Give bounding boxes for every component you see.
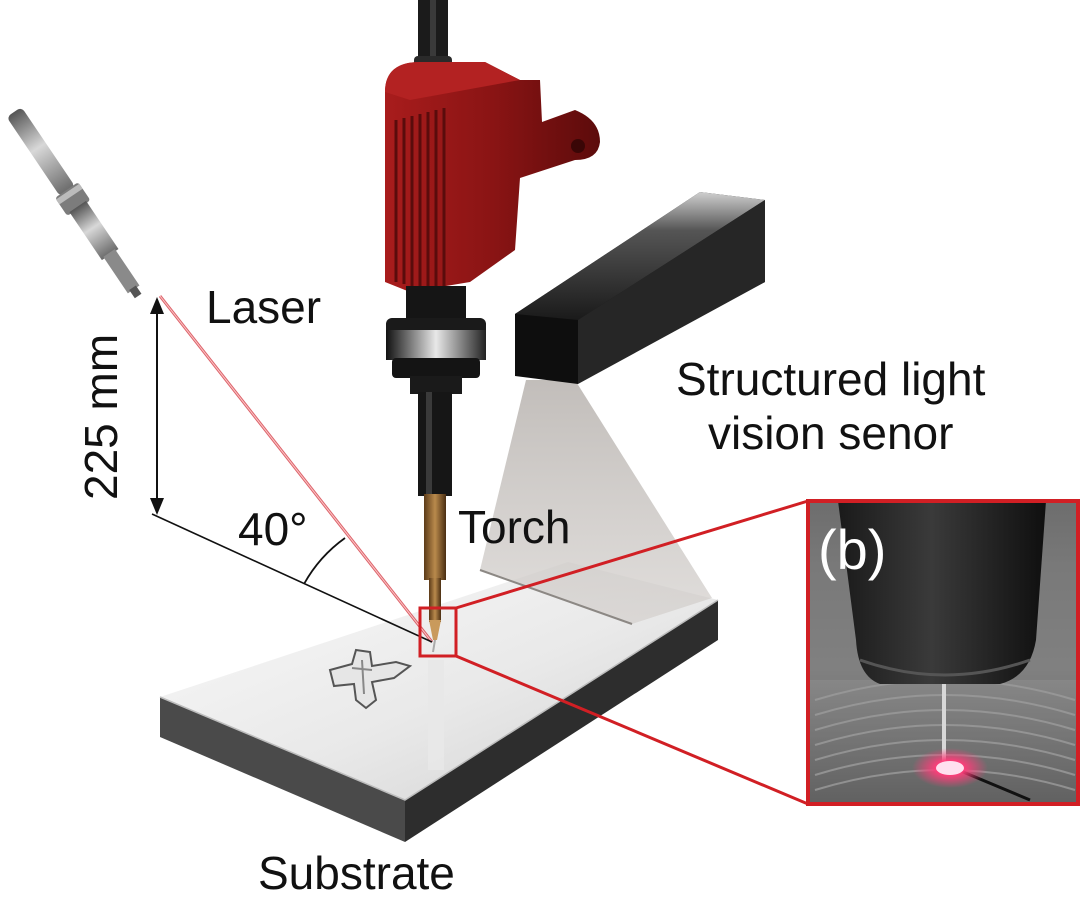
inset-photo: [808, 501, 1078, 804]
substrate-label: Substrate: [258, 847, 455, 899]
distance-label: 225 mm: [75, 333, 127, 500]
torch-body: [386, 286, 486, 653]
distance-dimension: [150, 297, 164, 515]
light-stripe: [479, 569, 633, 625]
callout-line-bottom: [455, 654, 809, 806]
laser-head: [8, 108, 142, 299]
vision-sensor: [515, 192, 765, 384]
angle-label: 40°: [238, 503, 308, 555]
callout-line-top: [455, 499, 809, 610]
deposited-part: [328, 648, 413, 710]
vision-sensor-label: Structured light vision senor: [676, 353, 986, 460]
torch-reflection: [428, 660, 444, 770]
torch-label: Torch: [458, 501, 571, 553]
angle-baseline: [151, 513, 433, 643]
laser-label: Laser: [206, 281, 322, 333]
inset-border: [806, 499, 1080, 806]
inset-tag-label: (b): [818, 518, 887, 581]
angle-arc: [303, 537, 346, 585]
structured-light-plane: [480, 380, 712, 624]
callout-box: [418, 606, 458, 658]
torch-mount: [385, 62, 600, 292]
